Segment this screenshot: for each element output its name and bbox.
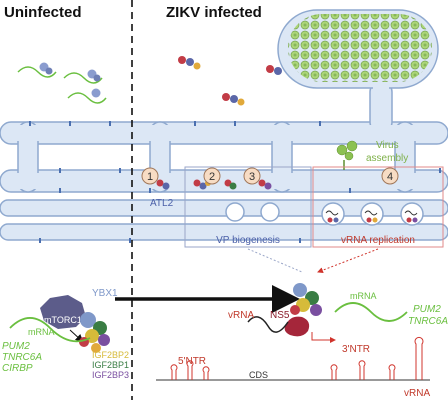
igf2bp3-label: IGF2BP3 bbox=[92, 370, 129, 380]
header-zikv-infected: ZIKV infected bbox=[166, 4, 262, 21]
gene-right-2: TNRC6A bbox=[408, 316, 448, 327]
igf2bp-complex-right bbox=[290, 283, 322, 316]
header-uninfected: Uninfected bbox=[4, 4, 82, 21]
utr-stem-loops bbox=[170, 336, 424, 380]
igf2bp1-label: IGF2BP1 bbox=[92, 360, 129, 370]
translating-ribosomes-uninfected bbox=[17, 62, 107, 104]
step-4: 4 bbox=[387, 171, 393, 183]
three-ntr-connector bbox=[311, 332, 336, 343]
vp-biogenesis-label: VP biogenesis bbox=[216, 235, 280, 246]
virus-assembly-label-2: assembly bbox=[366, 153, 408, 164]
step-3: 3 bbox=[249, 171, 255, 183]
vrna-replication-label: vRNA replication bbox=[341, 235, 415, 246]
gene-left-2: TNRC6A bbox=[2, 352, 42, 363]
vrna-mid-strand bbox=[247, 316, 289, 333]
mtorc1-complex bbox=[40, 295, 86, 329]
mrna-right-strand bbox=[334, 302, 408, 322]
cds-label: CDS bbox=[249, 370, 268, 380]
igf2bp2-label: IGF2BP2 bbox=[92, 350, 129, 360]
ns5-label: NS5 bbox=[270, 310, 290, 321]
viral-complexes-cytosol bbox=[178, 56, 282, 106]
vrna-replication-box bbox=[312, 166, 444, 248]
mrna-left-strand bbox=[9, 317, 91, 343]
gene-left-1: PUM2 bbox=[2, 341, 30, 352]
mrna-left-label: mRNA bbox=[28, 327, 55, 337]
gene-right-1: PUM2 bbox=[413, 304, 441, 315]
virion-packet bbox=[288, 14, 432, 82]
step-complexes bbox=[156, 179, 272, 190]
vrna-bottom-label: vRNA bbox=[404, 388, 430, 399]
vesicle-proteins bbox=[327, 217, 418, 223]
connector-dotted bbox=[247, 248, 379, 274]
ns5-shape bbox=[284, 316, 310, 337]
mrna-right-label: mRNA bbox=[350, 291, 377, 301]
step-badges bbox=[141, 167, 399, 185]
assembling-virions bbox=[336, 140, 358, 170]
atl2-label: ATL2 bbox=[150, 198, 174, 209]
three-ntr-label: 3'NTR bbox=[342, 344, 370, 355]
step-1: 1 bbox=[147, 171, 153, 183]
membrane-protein-marks bbox=[29, 121, 441, 243]
ybx1-label: YBX1 bbox=[92, 288, 118, 299]
vp-biogenesis-box bbox=[184, 166, 312, 248]
igf2bp-complex-left bbox=[79, 312, 110, 353]
vrna-mid-label: vRNA bbox=[228, 310, 254, 321]
virus-assembly-label-1: Virus bbox=[376, 140, 399, 151]
gene-left-3: CIRBP bbox=[2, 363, 33, 374]
step-2: 2 bbox=[209, 171, 215, 183]
vrna-in-vesicles bbox=[325, 210, 418, 216]
mtorc1-label: mTORC1 bbox=[44, 315, 82, 325]
